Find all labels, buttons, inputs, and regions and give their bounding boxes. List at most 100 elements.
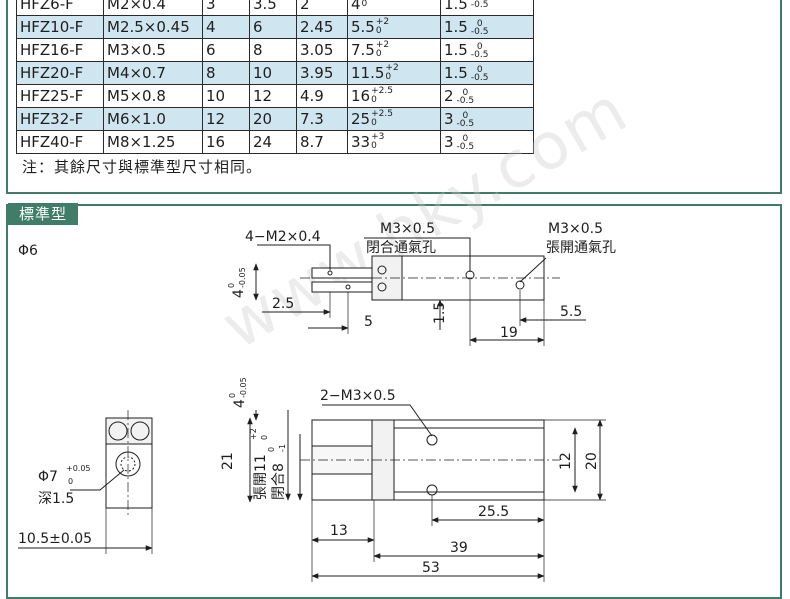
spec-stroke-tol-bottom: 0	[375, 49, 382, 60]
spec-stroke-base: 4	[351, 0, 361, 13]
spec-cell-c: 3.05	[296, 38, 348, 62]
spec-tol-bottom: -0.5	[456, 118, 475, 129]
spec-stroke-base: 25	[351, 109, 371, 128]
label-open-tol-top: +2	[249, 428, 258, 440]
label-dim-12: 12	[558, 452, 574, 470]
label-dim-4-top: 4	[231, 289, 247, 298]
front-port-1	[426, 434, 438, 446]
side-view	[18, 410, 153, 554]
label-dim-53: 53	[422, 560, 440, 576]
spec-stroke-base: 16	[351, 86, 371, 105]
spec-cell-thread: M4×0.7	[103, 61, 203, 85]
top-screw-2	[377, 282, 387, 292]
spec-cell-model: HFZ20-F	[16, 61, 104, 85]
top-jaw-upper	[311, 267, 375, 279]
spec-tol-bottom: -0.5	[470, 72, 489, 83]
label-dim-4-front-tol-top: 0	[228, 393, 237, 398]
spec-cell-b: 20	[249, 107, 297, 131]
spec-cell-c: 8.7	[296, 130, 348, 154]
top-jaw-hole-2	[345, 284, 351, 290]
spec-tol-stack: 0-0.5	[470, 65, 489, 83]
spec-tol-base: 1.5	[444, 18, 468, 36]
spec-stroke-tol-top: +2.5	[371, 86, 393, 97]
spec-tol-stack: -0.5	[470, 0, 489, 10]
label-dim-4-front: 4	[232, 399, 248, 408]
spec-cell-model: HFZ32-F	[16, 107, 104, 131]
side-screw-1	[108, 421, 128, 441]
spec-tol-stack: 0-0.5	[470, 18, 489, 37]
leader-front-thread	[322, 404, 433, 437]
label-depth: 深1.5	[38, 491, 74, 507]
top-port-open	[515, 280, 525, 290]
label-dim-5: 5	[364, 314, 373, 330]
spec-stroke-tol-bottom: 0	[385, 72, 392, 83]
leader-close	[364, 237, 471, 272]
front-view	[247, 404, 606, 582]
spec-stroke-tol-top: +3	[371, 132, 385, 143]
spec-tol-stack: 0-0.5	[456, 133, 475, 152]
spec-cell-thread: M6×1.0	[103, 107, 203, 131]
label-dim-4-top-tol-top: 0	[227, 283, 236, 288]
label-dim-1-5: 1.5	[432, 302, 448, 324]
front-jaw-lower	[311, 473, 375, 501]
spec-cell-tol: 1.5 0-0.5	[440, 38, 534, 62]
side-screw-2	[130, 421, 150, 441]
spec-stroke-tol: 0	[362, 0, 368, 9]
top-screw-1	[377, 265, 387, 275]
spec-tol-bottom: -0.5	[470, 49, 489, 60]
label-port-open-thread: M3×0.5	[548, 221, 603, 237]
spec-cell-c: 3.95	[296, 61, 348, 85]
spec-tol-base: 3	[444, 110, 454, 128]
label-dim-13: 13	[330, 523, 348, 539]
spec-stroke-base: 11.5	[351, 63, 385, 82]
spec-cell-a: 12	[202, 107, 250, 131]
spec-stroke-tol-top: +2.5	[371, 109, 393, 120]
label-close-tol-bottom: -1	[278, 444, 287, 452]
top-jaw-lower	[311, 281, 375, 293]
spec-cell-b: 24	[249, 130, 297, 154]
label-bore: Φ7	[38, 469, 58, 485]
section-title: 標準型	[8, 203, 78, 225]
spec-stroke-tol-bottom: 0	[371, 141, 377, 152]
spec-tol-base: 1.5	[444, 64, 468, 82]
spec-tol-base: 1.5	[444, 41, 468, 59]
spec-tol-base: 1.5	[444, 0, 468, 13]
spec-tol-top: 0	[462, 133, 469, 144]
leader-m2	[257, 244, 331, 270]
spec-tol-base: 2	[444, 87, 454, 105]
label-dim-2-5: 2.5	[272, 296, 294, 312]
label-dim-4-front-tol-bottom: -0.05	[239, 377, 248, 398]
top-view	[253, 237, 586, 346]
spec-stroke-base: 33	[351, 132, 371, 151]
spec-stroke-tol-bottom: 0	[371, 118, 377, 129]
spec-tol-bottom: -0.5	[470, 26, 489, 37]
label-close: 閉合8	[271, 463, 287, 500]
side-top-cap	[105, 417, 153, 445]
spec-tol-bottom: -0.5	[470, 0, 489, 10]
spec-tol-top: 0	[476, 18, 483, 29]
spec-tol-top: 0	[476, 41, 483, 52]
spec-stroke-base: 5.5	[351, 17, 375, 36]
spec-tol-bottom: -0.5	[456, 141, 475, 152]
label-dim-4-top-tol-bottom: -0.05	[238, 267, 247, 288]
label-thread-m2: 4−M2×0.4	[245, 229, 321, 245]
spec-stroke-tol-bottom: 0	[361, 0, 368, 9]
table-note: 注：其餘尺寸與標準型尺寸相同。	[22, 158, 263, 176]
